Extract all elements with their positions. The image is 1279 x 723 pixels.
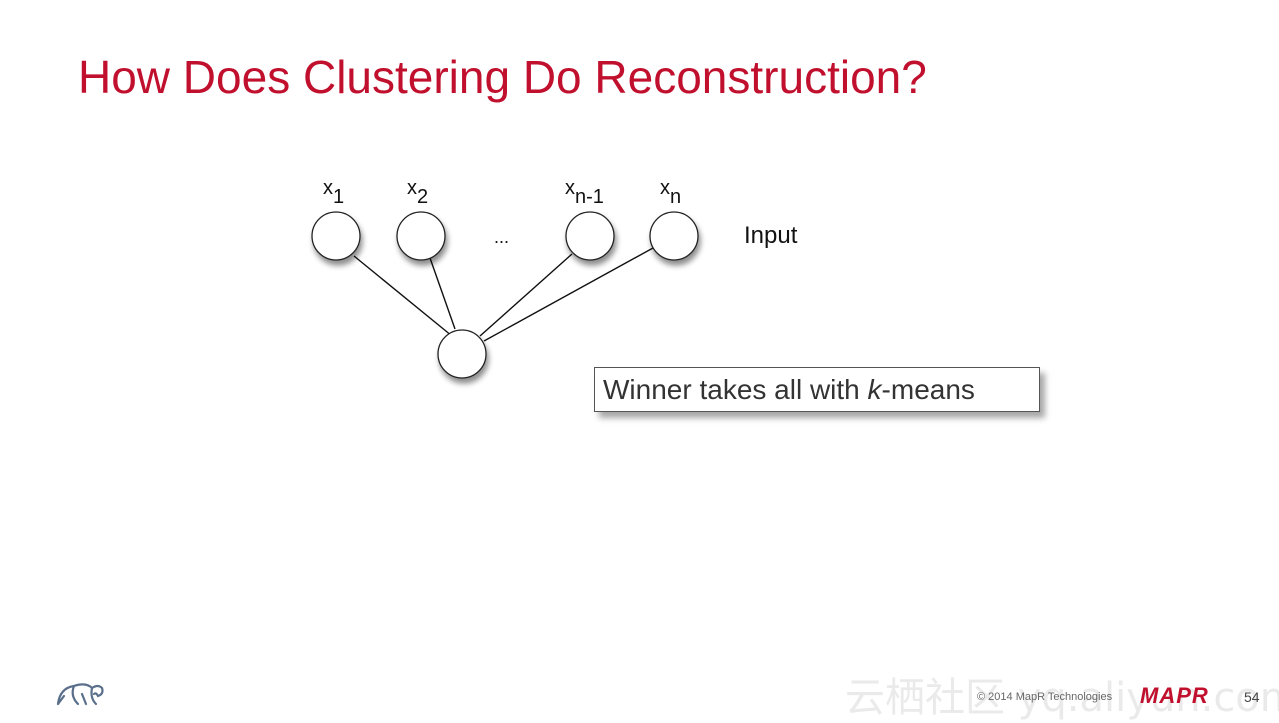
winner-takes-all-callout: Winner takes all with k-means [594, 367, 1040, 412]
output-node [437, 329, 487, 379]
input-node-1 [311, 211, 361, 261]
elephant-logo-icon [56, 683, 104, 706]
input-label-2: x2 [407, 177, 428, 208]
input-node-n [649, 211, 699, 261]
edge-x1-output [353, 255, 453, 337]
callout-prefix: Winner takes all with [603, 374, 868, 405]
input-layer-label: Input [744, 222, 798, 249]
copyright-text: © 2014 MapR Technologies [977, 691, 1113, 703]
callout-suffix: -means [881, 374, 975, 405]
input-node-2 [396, 211, 446, 261]
site-watermark: 云栖社区 yq.aliyun.com [845, 675, 1279, 721]
callout-k: k [867, 374, 882, 405]
edge-x2-output [429, 257, 456, 330]
input-node-n-1 [565, 211, 615, 261]
edge-xn1-output [479, 253, 573, 337]
mapr-logo: MAPR [1140, 683, 1209, 708]
input-label-n-1: xn-1 [565, 177, 604, 208]
input-label-n: xn [660, 177, 681, 208]
edge-xn-output [483, 247, 654, 342]
ellipsis-label: ... [494, 227, 509, 247]
slide-title: How Does Clustering Do Reconstruction? [78, 51, 927, 103]
page-number: 54 [1244, 689, 1260, 705]
input-label-1: x1 [323, 177, 344, 208]
